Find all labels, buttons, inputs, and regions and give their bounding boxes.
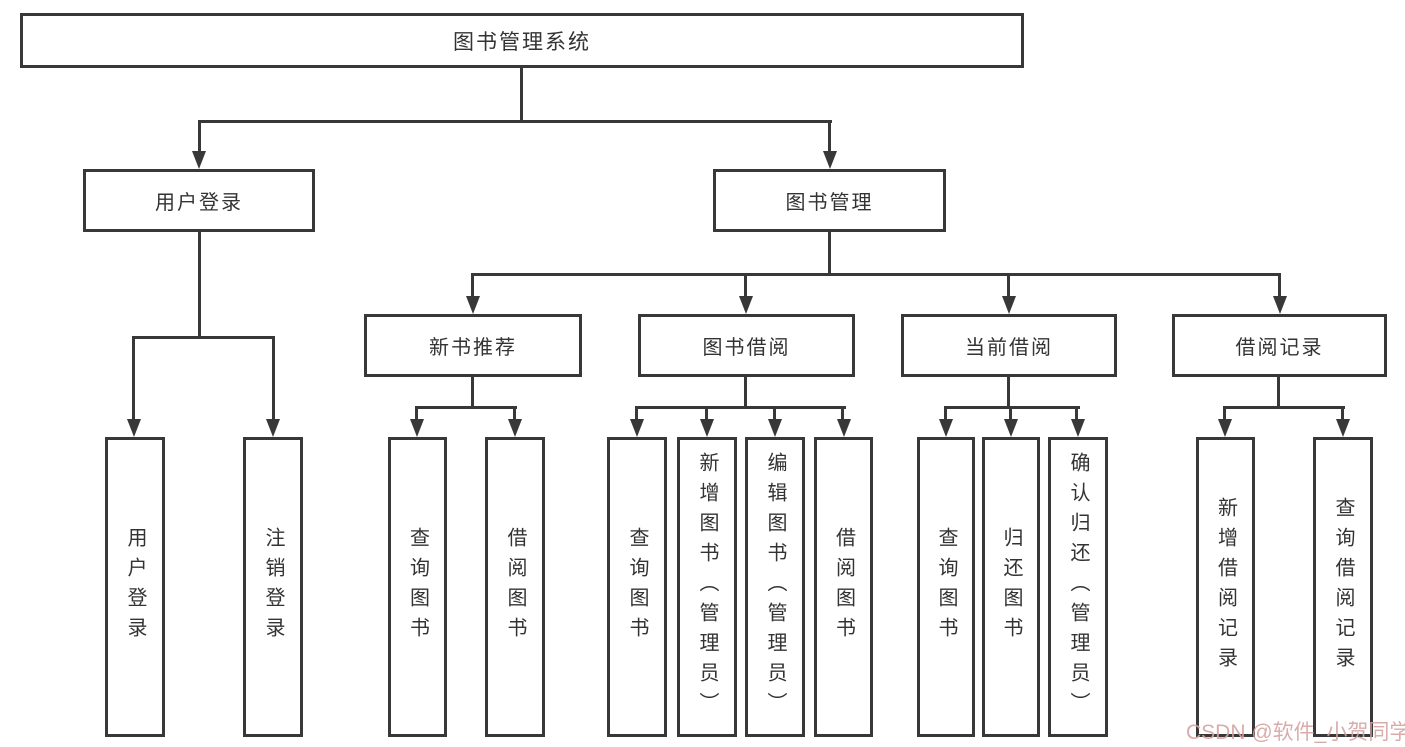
connector-leaf-stem xyxy=(513,409,516,419)
leaf-query-borrow-record: 查询借阅记录 xyxy=(1313,437,1373,737)
connector-book-management-stem xyxy=(828,232,831,276)
leaf-borrow-books-newbook-label: 借阅图书 xyxy=(504,527,526,647)
leaf-query-books-borrowing: 查询图书 xyxy=(607,437,667,737)
arrow-down-icon xyxy=(700,419,714,437)
node-root-book-management-system: 图书管理系统 xyxy=(20,13,1024,68)
leaf-add-books-admin-label: 新增图书（管理员） xyxy=(696,452,718,722)
connector-book-borrowing-split xyxy=(635,406,846,409)
arrow-down-icon xyxy=(410,419,424,437)
connector-leaf-stem xyxy=(773,409,776,419)
leaf-return-books-label: 归还图书 xyxy=(1000,527,1022,647)
node-current-borrowing: 当前借阅 xyxy=(901,314,1117,377)
connector-to-new-book-recommend xyxy=(471,276,474,296)
connector-leaf-stem xyxy=(415,409,418,419)
connector-to-book-management xyxy=(828,123,831,151)
connector-leaf-stem xyxy=(635,409,638,419)
arrow-down-icon xyxy=(192,151,206,169)
arrow-down-icon xyxy=(508,419,522,437)
connector-to-user-login xyxy=(198,123,201,151)
connector-root-split xyxy=(198,120,832,123)
connector-root-stem xyxy=(520,68,523,123)
leaf-borrow-books-newbook: 借阅图书 xyxy=(485,437,545,737)
node-user-login: 用户登录 xyxy=(83,169,315,232)
connector-to-book-borrowing xyxy=(744,276,747,296)
connector-to-borrow-records xyxy=(1278,276,1281,296)
leaf-query-books-newbook-label: 查询图书 xyxy=(406,527,429,647)
connector-current-borrowing-stem xyxy=(1007,377,1010,409)
leaf-add-borrow-record-label: 新增借阅记录 xyxy=(1214,497,1237,677)
connector-current-borrowing-split xyxy=(944,406,1080,409)
connector-leaf-stem xyxy=(1341,409,1344,419)
connector-book-management-split xyxy=(471,273,1281,276)
arrow-down-icon xyxy=(837,419,851,437)
connector-user-login-stem xyxy=(198,232,201,339)
connector-borrow-records-stem xyxy=(1277,377,1280,409)
connector-borrow-records-split xyxy=(1223,406,1345,409)
arrow-down-icon xyxy=(768,419,782,437)
leaf-return-books: 归还图书 xyxy=(982,437,1040,737)
arrow-down-icon xyxy=(630,419,644,437)
arrow-down-icon xyxy=(823,151,837,169)
arrow-down-icon xyxy=(1273,296,1287,314)
connector-to-current-borrowing xyxy=(1007,276,1010,296)
arrow-down-icon xyxy=(127,419,141,437)
arrow-down-icon xyxy=(739,296,753,314)
leaf-user-login-label: 用户登录 xyxy=(124,527,146,647)
leaf-logout: 注销登录 xyxy=(243,437,303,737)
node-book-borrowing: 图书借阅 xyxy=(638,314,855,377)
connector-to-leaf-logout xyxy=(272,339,275,419)
leaf-borrow-books-borrowing: 借阅图书 xyxy=(814,437,873,737)
connector-new-book-stem xyxy=(471,377,474,409)
node-borrow-records: 借阅记录 xyxy=(1172,314,1387,377)
leaf-borrow-books-borrowing-label: 借阅图书 xyxy=(832,527,855,647)
leaf-add-books-admin: 新增图书（管理员） xyxy=(677,437,737,737)
leaf-edit-books-admin: 编辑图书（管理员） xyxy=(745,437,805,737)
connector-new-book-split xyxy=(415,406,517,409)
arrow-down-icon xyxy=(1336,419,1350,437)
arrow-down-icon xyxy=(939,419,953,437)
arrow-down-icon xyxy=(1218,419,1232,437)
connector-leaf-stem xyxy=(944,409,947,419)
arrow-down-icon xyxy=(266,419,280,437)
leaf-add-borrow-record: 新增借阅记录 xyxy=(1196,437,1255,737)
connector-leaf-stem xyxy=(1009,409,1012,419)
connector-leaf-stem xyxy=(705,409,708,419)
arrow-down-icon xyxy=(1071,419,1085,437)
node-book-management: 图书管理 xyxy=(713,169,946,232)
connector-leaf-stem xyxy=(1075,409,1078,419)
connector-user-login-split xyxy=(132,336,275,339)
csdn-watermark: CSDN @软件_小贺同学 xyxy=(1186,721,1405,744)
connector-leaf-stem xyxy=(841,409,844,419)
leaf-query-books-newbook: 查询图书 xyxy=(388,437,447,737)
arrow-down-icon xyxy=(1002,296,1016,314)
leaf-user-login: 用户登录 xyxy=(105,437,165,737)
connector-leaf-stem xyxy=(1223,409,1226,419)
leaf-query-books-borrowing-label: 查询图书 xyxy=(626,527,648,647)
leaf-edit-books-admin-label: 编辑图书（管理员） xyxy=(764,452,786,722)
leaf-confirm-return-admin-label: 确认归还（管理员） xyxy=(1067,452,1089,722)
leaf-confirm-return-admin: 确认归还（管理员） xyxy=(1048,437,1108,737)
arrow-down-icon xyxy=(466,296,480,314)
connector-book-borrowing-stem xyxy=(744,377,747,409)
leaf-query-books-current: 查询图书 xyxy=(917,437,975,737)
node-new-book-recommend: 新书推荐 xyxy=(364,314,582,377)
leaf-query-borrow-record-label: 查询借阅记录 xyxy=(1332,497,1354,677)
leaf-logout-label: 注销登录 xyxy=(262,527,284,647)
connector-to-leaf-user-login xyxy=(132,339,135,419)
arrow-down-icon xyxy=(1004,419,1018,437)
leaf-query-books-current-label: 查询图书 xyxy=(935,527,957,647)
